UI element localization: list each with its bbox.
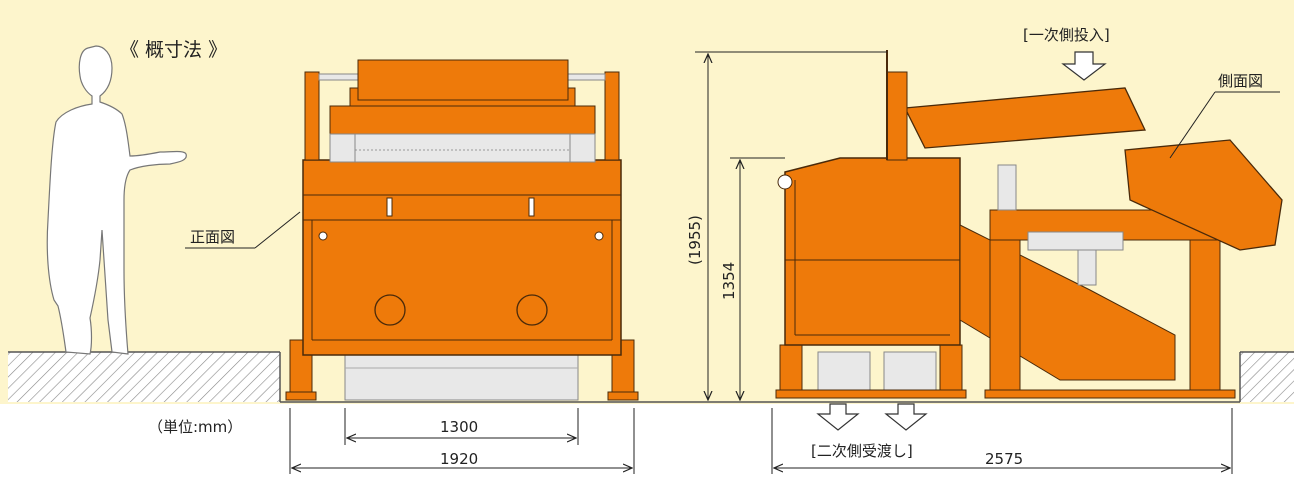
- flow-arrows: [816, 51, 1107, 431]
- dim-width-inner: 1300: [440, 418, 478, 436]
- secondary-output-label: [二次側受渡し]: [811, 442, 913, 460]
- person-silhouette: [46, 45, 187, 355]
- dim-height-total: (1955): [686, 215, 704, 265]
- primary-input-label: [一次側投入]: [1023, 26, 1110, 44]
- ground: [8, 351, 1294, 403]
- front-view-machine: [285, 59, 639, 401]
- side-view-label: 側面図: [1218, 72, 1263, 90]
- diagram-title: 《 概寸法 》: [120, 39, 227, 61]
- dimension-lines: [185, 51, 1280, 474]
- output-arrow-icon-1: [816, 403, 860, 431]
- side-view-machine: [775, 50, 1283, 399]
- dim-height-body: 1354: [720, 262, 738, 300]
- output-arrow-icon-2: [884, 403, 928, 431]
- front-view-label: 正面図: [190, 228, 235, 246]
- unit-label: （単位:mm）: [148, 418, 242, 436]
- dim-width-total: 1920: [440, 450, 478, 468]
- input-arrow-icon: [1061, 51, 1107, 81]
- dim-depth-total: 2575: [985, 450, 1023, 468]
